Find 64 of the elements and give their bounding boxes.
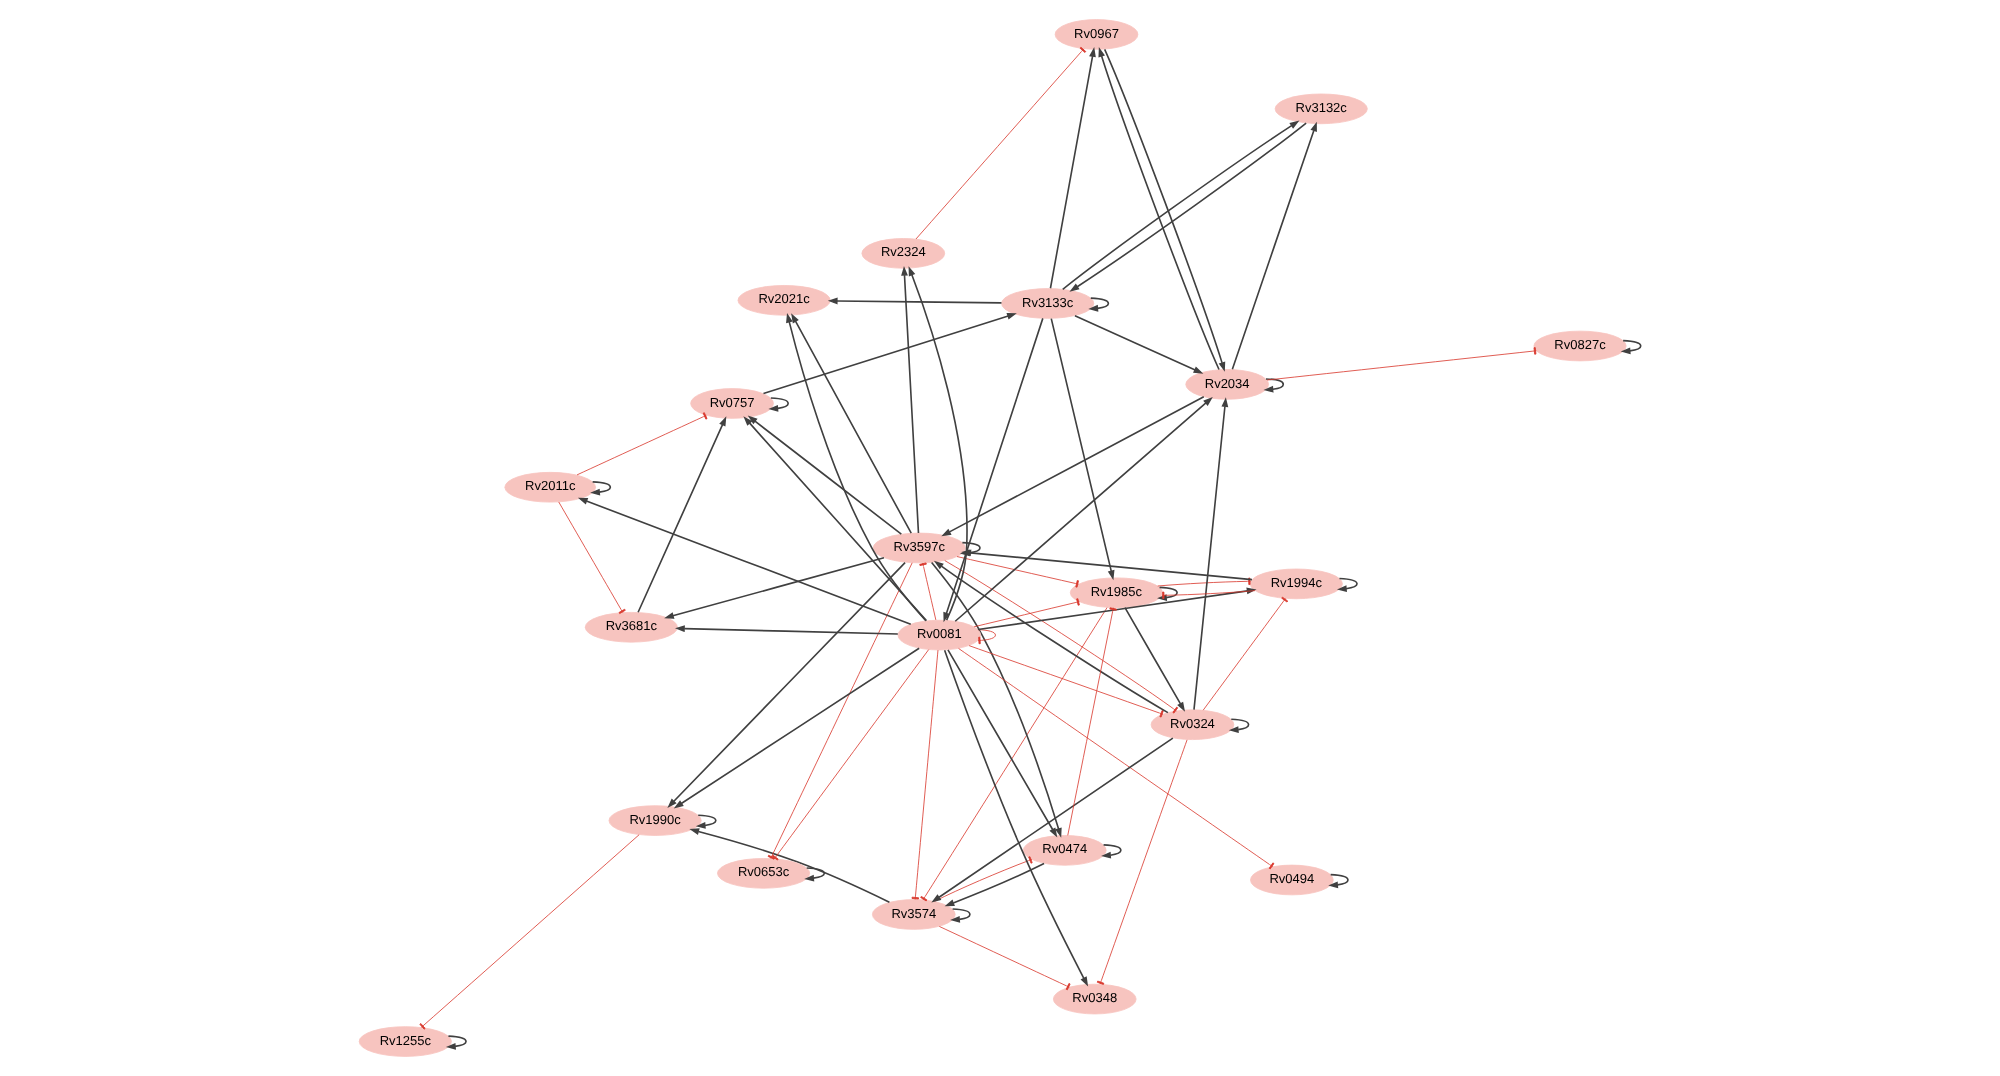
connector [915,46,1087,240]
arrow [1101,844,1122,859]
arrow [1231,121,1317,370]
arrow [930,561,1062,838]
connector [1202,596,1289,711]
connector [558,501,626,614]
connector [576,412,708,476]
arrow [689,828,891,904]
arrow [675,625,899,635]
arrow [1193,397,1229,711]
arrow [1088,297,1110,312]
connector [419,834,640,1030]
arrow [762,312,1017,395]
arrow [954,396,1213,623]
arrow [786,312,927,622]
connector [1161,590,1256,599]
arrow [1336,577,1358,593]
arrow [950,908,971,923]
connector [938,926,1071,991]
connector [968,645,1164,718]
arrow [695,814,717,829]
arrow [673,647,920,809]
arrow [1124,606,1186,712]
connector [767,562,913,860]
arrow [827,297,1003,305]
arrow [1620,339,1642,355]
connector [771,649,930,861]
arrow [1050,317,1115,581]
connector [1067,607,1117,836]
connector [1266,347,1537,381]
arrow [1228,718,1250,733]
arrow [943,317,1044,623]
arrow [1049,47,1096,290]
arrow [791,313,913,535]
arrow [941,396,1205,537]
connector [958,648,1275,870]
arrow [590,481,612,496]
arrow [931,737,1174,903]
arrow [577,497,912,626]
connector [920,607,1108,902]
arrow [804,867,826,882]
connector [1096,739,1188,985]
connector [911,649,939,900]
arrow [944,862,1045,907]
arrow [1074,314,1204,374]
connector [1157,577,1252,587]
arrow [637,416,727,614]
arrow [445,1035,467,1050]
arrow [667,561,906,808]
arrow [1263,378,1285,393]
arrow [1157,586,1178,601]
arrow [947,649,1058,838]
arrow [901,265,920,534]
connector [919,562,937,621]
connector [977,629,996,645]
arrow [743,416,928,622]
arrow [1328,873,1349,889]
arrow [768,397,789,412]
connector [973,598,1080,628]
arrow [943,649,1089,987]
arrow [747,415,903,535]
connector [956,556,1079,588]
connector [934,856,1033,902]
arrow [664,556,885,619]
